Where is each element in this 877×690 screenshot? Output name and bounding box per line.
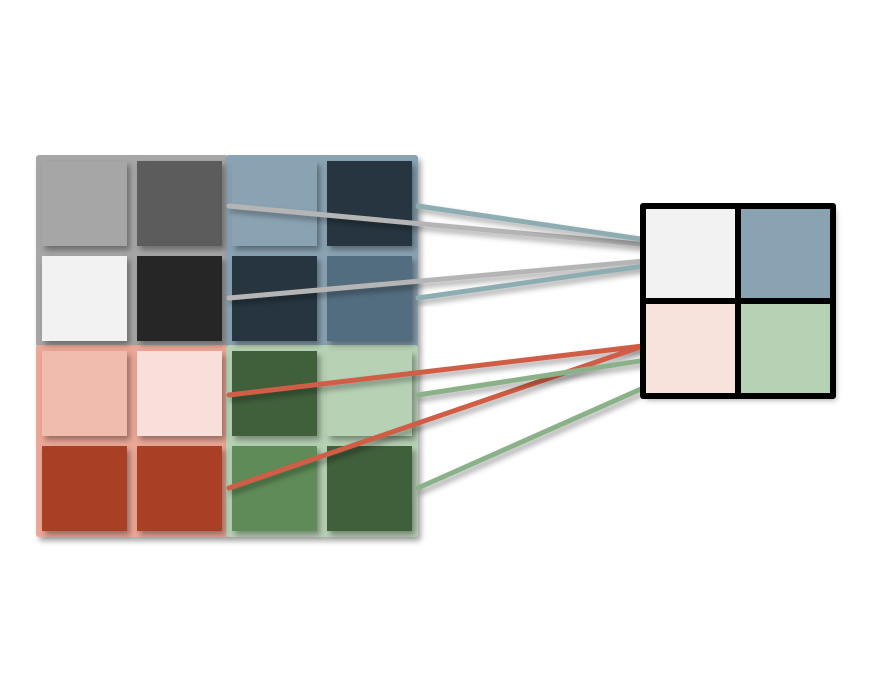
input-cell-r3-c3 <box>327 446 412 531</box>
input-cell-r0-c3 <box>327 161 412 246</box>
input-cell-r2-c3 <box>327 351 412 436</box>
input-cell-r3-c2 <box>232 446 317 531</box>
input-cell-r0-c0 <box>42 161 127 246</box>
input-cell-r3-c0 <box>42 446 127 531</box>
input-cell-r0-c2 <box>232 161 317 246</box>
output-grid <box>640 203 836 399</box>
output-cell-r0-c0 <box>643 206 738 301</box>
output-cell-r1-c0 <box>643 301 738 396</box>
input-cell-r0-c1 <box>137 161 222 246</box>
connector-red-4 <box>226 343 646 398</box>
input-cell-r2-c0 <box>42 351 127 436</box>
input-cell-r2-c1 <box>137 351 222 436</box>
input-cell-r1-c0 <box>42 256 127 341</box>
input-grid <box>36 155 418 537</box>
output-cell-r0-c1 <box>738 206 833 301</box>
input-cell-r1-c3 <box>327 256 412 341</box>
input-cell-r3-c1 <box>137 446 222 531</box>
output-cell-r1-c1 <box>738 301 833 396</box>
input-cell-r1-c1 <box>137 256 222 341</box>
